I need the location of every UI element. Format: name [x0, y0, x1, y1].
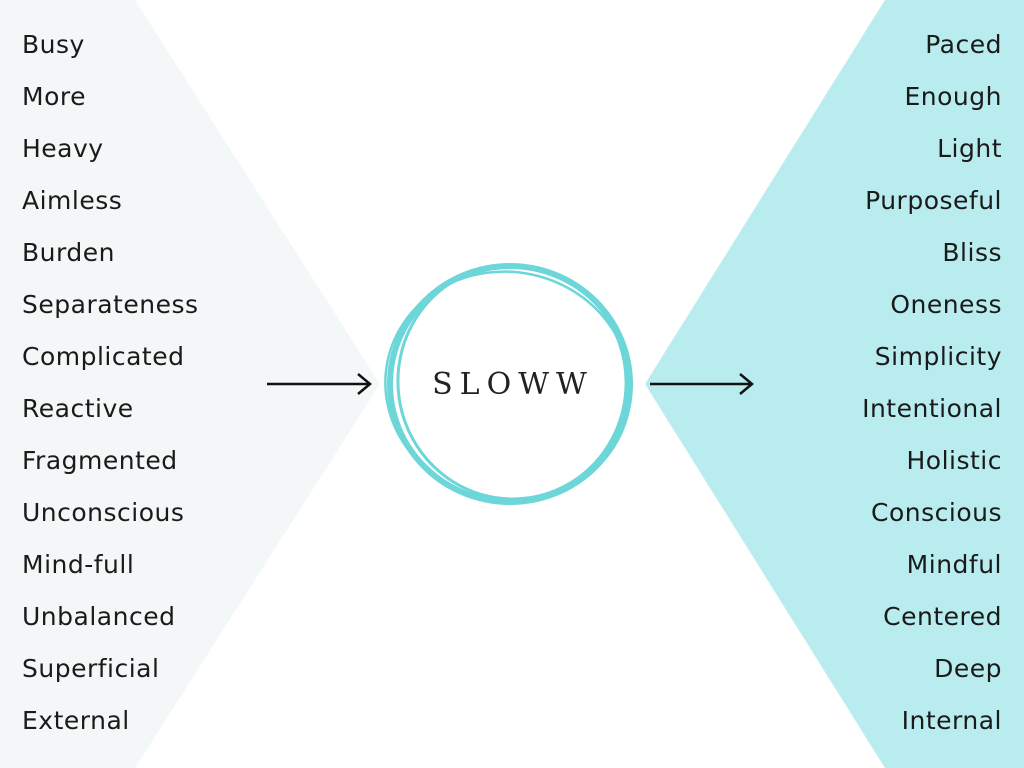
- word-item: Conscious: [871, 498, 1002, 527]
- word-item: Fragmented: [22, 446, 178, 475]
- word-item: Oneness: [890, 290, 1002, 319]
- word-item: Heavy: [22, 134, 104, 163]
- word-item: External: [22, 706, 130, 735]
- word-item: More: [22, 82, 86, 111]
- right-panel: [645, 0, 1024, 768]
- left-panel: [0, 0, 380, 768]
- word-item: Superficial: [22, 654, 160, 683]
- word-item: Aimless: [22, 186, 123, 215]
- word-item: Burden: [22, 238, 115, 267]
- word-item: Unconscious: [22, 498, 185, 527]
- word-item: Simplicity: [874, 342, 1002, 371]
- word-item: Unbalanced: [22, 602, 176, 631]
- center-label: SLOWW: [432, 367, 594, 402]
- word-item: Reactive: [22, 394, 134, 423]
- word-item: Bliss: [942, 238, 1002, 267]
- word-item: Paced: [925, 30, 1002, 59]
- left-arrow-icon: [267, 373, 372, 395]
- word-item: Deep: [934, 654, 1002, 683]
- word-item: Holistic: [906, 446, 1002, 475]
- right-arrow-icon: [650, 373, 754, 395]
- word-item: Intentional: [862, 394, 1002, 423]
- word-item: Purposeful: [865, 186, 1002, 215]
- word-item: Busy: [22, 30, 85, 59]
- word-item: Complicated: [22, 342, 185, 371]
- word-item: Centered: [883, 602, 1002, 631]
- word-item: Internal: [901, 706, 1002, 735]
- circle-icon: [384, 263, 633, 505]
- word-item: Light: [937, 134, 1002, 163]
- word-item: Enough: [904, 82, 1002, 111]
- word-item: Mind-full: [22, 550, 135, 579]
- word-item: Separateness: [22, 290, 199, 319]
- word-item: Mindful: [906, 550, 1002, 579]
